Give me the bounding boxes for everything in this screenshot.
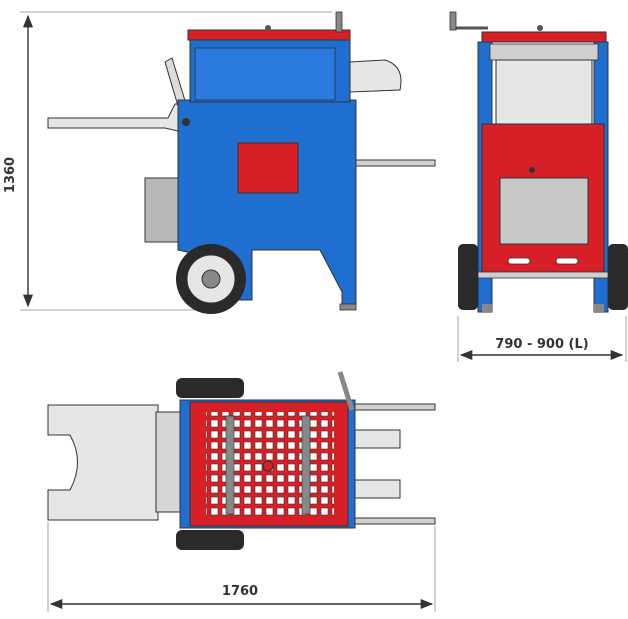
front-view: 790 - 900 (L) [449,11,628,362]
top-view: 1760 [47,371,436,612]
width-dimension-label: 790 - 900 (L) [495,337,588,352]
side-top-table [187,29,351,41]
top-infeed-table [47,404,159,521]
length-dimension-label: 1760 [222,584,258,599]
height-dimension-label: 1360 [3,157,18,193]
side-wheel [176,244,246,314]
side-red-panel [237,142,299,194]
side-view: 1360 [3,11,436,314]
